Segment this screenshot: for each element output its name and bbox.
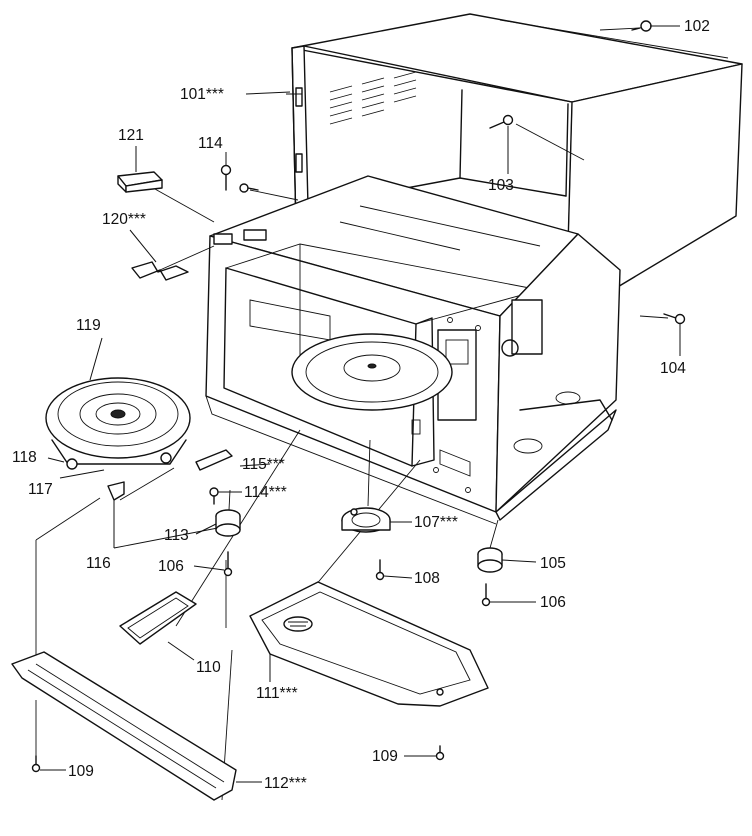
label-118: 118 [12,449,37,466]
block-121 [117,171,163,193]
clip-116 [107,481,125,501]
screw-103 [489,114,514,129]
fan-119 [45,377,191,470]
label-109a: 109 [68,763,94,780]
label-104: 104 [660,360,686,377]
foot-105 [477,547,503,573]
part-labels: 101*** 102 103 104 105 106 106 107*** 10… [12,18,710,792]
screw-109a [31,755,41,773]
label-114a: 114 [198,135,223,152]
label-106a: 106 [158,558,184,575]
motor-107 [341,507,391,533]
label-114b: 114*** [244,484,287,501]
label-109b: 109 [372,748,398,765]
assembly-lines [35,27,669,801]
label-102: 102 [684,18,710,35]
label-121: 121 [118,127,144,144]
label-116: 116 [86,555,111,572]
label-106b: 106 [540,594,566,611]
label-120: 120*** [102,211,146,228]
label-113: 113 [164,527,189,544]
label-110: 110 [196,659,221,676]
screw-109b [435,745,445,761]
label-112: 112*** [264,775,307,792]
screw-108 [375,559,385,581]
base-tray-111 [249,581,489,707]
bracket-115 [195,449,233,471]
label-117: 117 [28,481,53,498]
cover-110 [119,591,197,645]
rail-112 [11,651,237,801]
label-111: 111*** [256,685,298,702]
label-107: 107*** [414,514,458,531]
label-115: 115*** [242,456,285,473]
screw-114b [209,487,219,505]
screw-106b [481,583,491,607]
screw-102 [631,20,652,32]
screw-106a [223,551,233,577]
callout-leaders [40,25,681,783]
label-119: 119 [76,317,101,334]
label-103: 103 [488,177,514,194]
screw-114 [220,164,259,193]
label-105: 105 [540,555,566,572]
foot-113 [215,509,241,537]
label-101: 101*** [180,86,224,103]
bracket-120 [131,261,189,281]
label-108: 108 [414,570,440,587]
screw-104 [663,313,686,325]
oven-chassis [205,175,621,525]
